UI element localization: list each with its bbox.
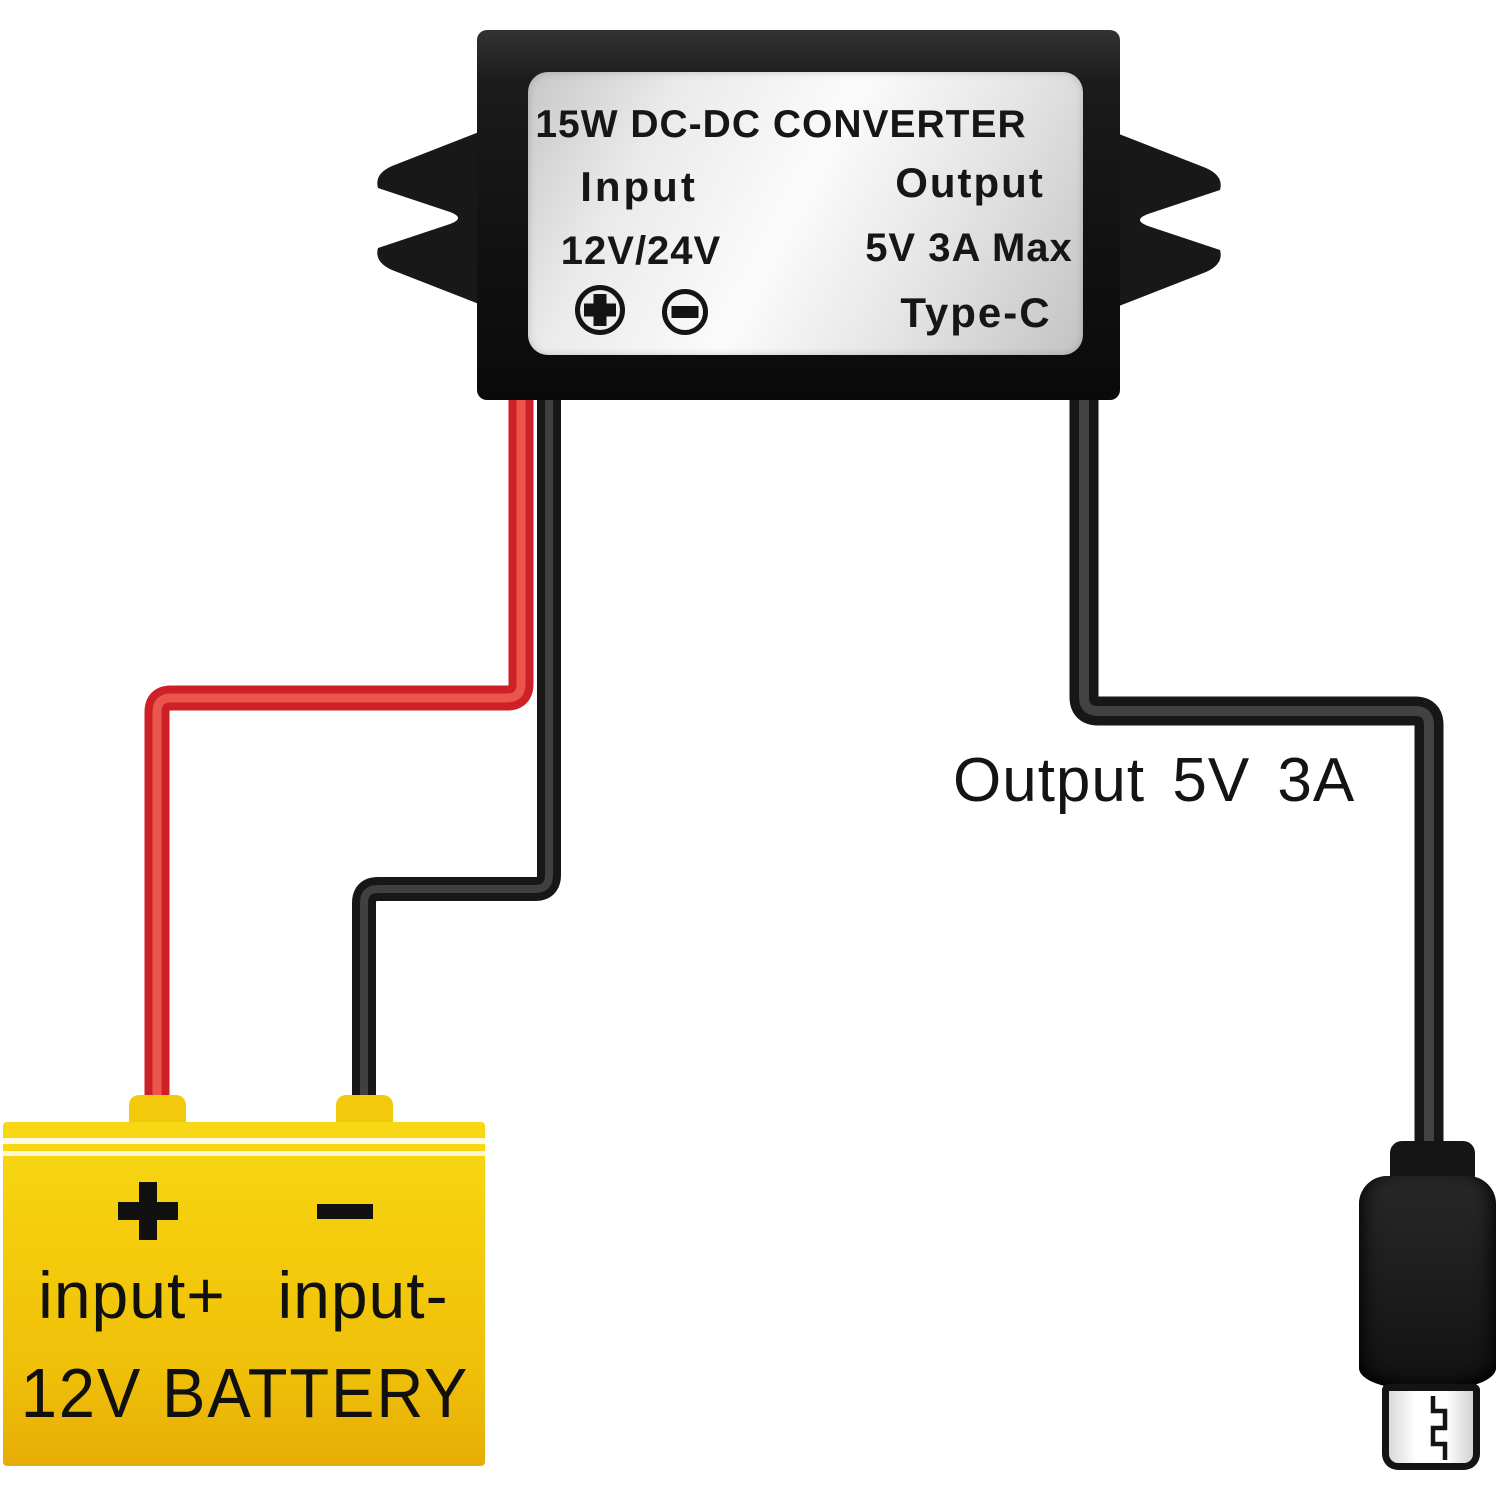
battery-top-stripe xyxy=(3,1151,485,1156)
negative-input-wire xyxy=(352,400,561,1100)
minus-screw-hbar xyxy=(671,306,699,318)
input-voltage: 12V/24V xyxy=(560,229,722,273)
battery-plus-vbar xyxy=(139,1182,157,1240)
mounting-tab-right xyxy=(1119,134,1221,306)
plus-screw-icon xyxy=(575,285,625,335)
battery-body xyxy=(3,1122,485,1466)
battery-positive-input-label: input+ xyxy=(38,1258,226,1332)
minus-screw-icon xyxy=(662,289,708,335)
input-section-label: Input xyxy=(580,163,698,210)
battery-negative-input-label: input- xyxy=(277,1258,449,1332)
output-wire-label: Output 5V 3A xyxy=(953,746,1356,815)
battery-name: 12V BATTERY xyxy=(20,1354,470,1432)
battery-plus-symbol xyxy=(118,1182,178,1240)
usbc-plug-seam-icon xyxy=(1430,1396,1448,1460)
converter-title: 15W DC-DC CONVERTER xyxy=(535,103,1027,146)
positive-input-wire xyxy=(144,400,534,1100)
plus-screw-vbar xyxy=(593,294,607,326)
battery-minus-symbol xyxy=(317,1204,373,1219)
mounting-tab-left xyxy=(377,132,479,304)
output-section-label: Output xyxy=(895,159,1045,206)
battery-top-stripe xyxy=(3,1138,485,1144)
converter-label: 15W DC-DC CONVERTER Input Output 12V/24V… xyxy=(528,72,1083,355)
usbc-connector-body xyxy=(1359,1176,1496,1390)
output-rating: 5V 3A Max xyxy=(865,226,1073,270)
output-wire xyxy=(1069,400,1444,1150)
usbc-plug xyxy=(1382,1384,1480,1470)
output-connector-type: Type-C xyxy=(900,289,1052,336)
